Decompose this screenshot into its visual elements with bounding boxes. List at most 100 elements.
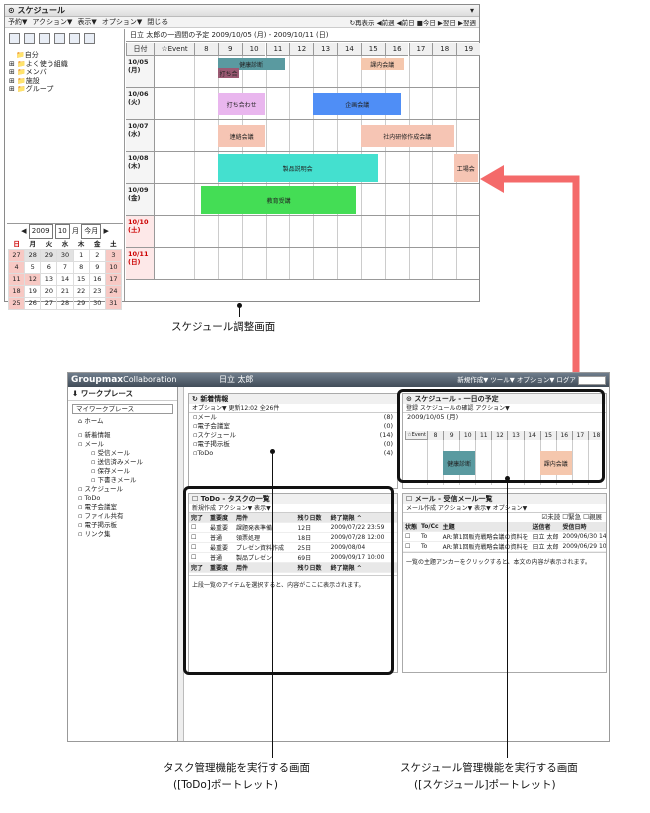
calendar-day[interactable]: 12 — [24, 272, 42, 286]
calendar-day[interactable]: 27 — [40, 296, 58, 310]
schedule-event[interactable]: 課内会議 — [360, 58, 404, 70]
nav-item[interactable]: ▫ 送信済みメール — [78, 458, 143, 466]
menu-item[interactable]: 表示▼ — [77, 18, 97, 26]
news-item[interactable]: ▫電子掲示板(0) — [193, 440, 393, 448]
calendar-day[interactable]: 15 — [72, 272, 90, 286]
schedule-event[interactable]: 連絡会議 — [217, 125, 266, 147]
day-view-icon[interactable] — [9, 33, 20, 44]
calendar-day[interactable]: 7 — [56, 260, 74, 274]
schedule-event[interactable]: 打ち合 — [217, 68, 240, 78]
calendar-day[interactable]: 29 — [72, 296, 90, 310]
calendar-day[interactable]: 3 — [104, 248, 123, 262]
calendar-day[interactable]: 6 — [40, 260, 58, 274]
nav-item[interactable]: ▫ 電子会議室 — [78, 503, 117, 511]
calendar-day[interactable]: 23 — [88, 284, 106, 298]
list-view-icon[interactable] — [54, 33, 65, 44]
collapse-icon[interactable]: ▾ — [469, 6, 474, 15]
calendar-day[interactable]: 29 — [40, 248, 58, 262]
mail-menu[interactable]: メール作成 アクション▼ 表示▼ オプション▼ — [403, 504, 606, 513]
calendar-day[interactable]: 19 — [24, 284, 42, 298]
header-menu[interactable]: 新規作成▼ ツール▼ オプション▼ ログア — [457, 374, 606, 386]
calendar-day[interactable]: 8 — [72, 260, 90, 274]
news-item[interactable]: ▫メール(8) — [193, 413, 393, 421]
calendar-day[interactable]: 22 — [72, 284, 90, 298]
tree-item[interactable]: ⊞ 📁施設 — [9, 76, 40, 85]
calendar-day[interactable]: 30 — [56, 248, 74, 262]
calendar-day[interactable]: 9 — [88, 260, 106, 274]
schedule-event[interactable]: 工場会 — [453, 154, 478, 182]
mail-filter[interactable]: ☑未読 ☐緊急 ☐親展 — [541, 513, 602, 521]
nav-item[interactable]: ▫ 新着情報 — [78, 431, 111, 439]
year-select[interactable]: 2009 — [28, 224, 53, 239]
nav-item[interactable]: ▫ メール — [78, 440, 104, 448]
month-select[interactable]: 10 — [54, 224, 70, 239]
workplace-select[interactable]: マイワークプレース — [72, 404, 173, 414]
prev-month-icon[interactable]: ◀ — [21, 227, 27, 235]
menu-item[interactable]: 閉じる — [147, 18, 169, 26]
nav-item[interactable]: ▫ 保存メール — [78, 467, 130, 475]
calendar-day[interactable]: 14 — [56, 272, 74, 286]
calendar-day[interactable]: 10 — [104, 260, 123, 274]
calendar-day[interactable]: 4 — [7, 260, 26, 274]
nav-item[interactable]: ▫ ToDo — [78, 494, 101, 502]
news-item[interactable]: ▫ToDo(4) — [193, 449, 393, 457]
news-item[interactable]: ▫スケジュール(14) — [193, 431, 393, 439]
menu-item[interactable]: アクション▼ — [32, 18, 73, 26]
calendar-day[interactable]: 20 — [40, 284, 58, 298]
todo-menu[interactable]: 新規作成 アクション▼ 表示▼ — [189, 504, 397, 513]
nav-item[interactable]: ▫ リンク集 — [78, 530, 111, 538]
refresh-icon[interactable] — [84, 33, 95, 44]
nav-item[interactable]: ▫ 下書きメール — [78, 476, 137, 484]
mini-event[interactable]: 健康診断 — [443, 451, 476, 475]
calendar-day[interactable]: 31 — [104, 296, 123, 310]
month-view-icon[interactable] — [39, 33, 50, 44]
menu-item[interactable]: 予約▼ — [8, 18, 28, 26]
nav-home[interactable]: ⌂ ホーム — [78, 417, 104, 425]
schedule-event[interactable]: 打ち合わせ — [217, 93, 266, 115]
calendar-day[interactable]: 24 — [104, 284, 123, 298]
calendar-day[interactable]: 13 — [40, 272, 58, 286]
schedule-event[interactable]: 健康診断 — [217, 58, 285, 70]
schedule-event[interactable]: 教育受講 — [201, 186, 357, 214]
tree-item[interactable]: ⊞ 📁メンバ — [9, 68, 47, 76]
tree-item[interactable]: ⊞ 📁グループ — [9, 85, 54, 93]
nav-item[interactable]: ▫ 受信メール — [78, 449, 130, 457]
week-view-icon[interactable] — [24, 33, 35, 44]
calendar-day[interactable]: 28 — [24, 248, 42, 262]
search-box[interactable] — [578, 375, 606, 385]
nav-item[interactable]: ▫ スケジュール — [78, 485, 124, 493]
nav-item[interactable]: ▫ ファイル共有 — [78, 512, 124, 520]
calendar-day[interactable]: 25 — [7, 296, 26, 310]
schedule-event[interactable]: 企画会議 — [313, 93, 402, 115]
menu-item[interactable]: オプション▼ — [101, 18, 143, 26]
calendar-day[interactable]: 28 — [56, 296, 74, 310]
calendar-day[interactable]: 2 — [88, 248, 106, 262]
calendar-day[interactable]: 5 — [24, 260, 42, 274]
calendar-day[interactable]: 27 — [7, 248, 26, 262]
calendar-day[interactable]: 30 — [88, 296, 106, 310]
mini-event[interactable]: 課内会議 — [539, 451, 572, 475]
news-item[interactable]: ▫電子会議室(0) — [193, 422, 393, 430]
calendar-day[interactable]: 21 — [56, 284, 74, 298]
calendar-day[interactable]: 1 — [72, 248, 90, 262]
schedule-event[interactable]: 製品説明会 — [217, 154, 378, 182]
date-nav[interactable]: ↻再表示 ◀前週 ◀前日 ■今日 ▶翌日 ▶翌週 — [349, 19, 476, 27]
calendar-day[interactable]: 11 — [7, 272, 26, 286]
this-month-button[interactable]: 今月 — [81, 224, 102, 239]
edit-icon[interactable] — [69, 33, 80, 44]
calendar-day[interactable]: 18 — [7, 284, 26, 298]
schedule-event[interactable]: 社内研修作成会議 — [360, 125, 454, 147]
calendar-day[interactable]: 16 — [88, 272, 106, 286]
mini-schedule-menu[interactable]: 登録 スケジュールの確認 アクション▼ — [403, 404, 606, 413]
tree-item[interactable]: 📁自分 — [9, 51, 39, 59]
nav-item[interactable]: ▫ 電子掲示板 — [78, 521, 117, 529]
calendar-day[interactable]: 17 — [104, 272, 123, 286]
next-month-icon[interactable]: ▶ — [103, 227, 109, 235]
tree-item[interactable]: ⊞ 📁よく使う組織 — [9, 59, 68, 68]
calendar-day[interactable]: 26 — [24, 296, 42, 310]
